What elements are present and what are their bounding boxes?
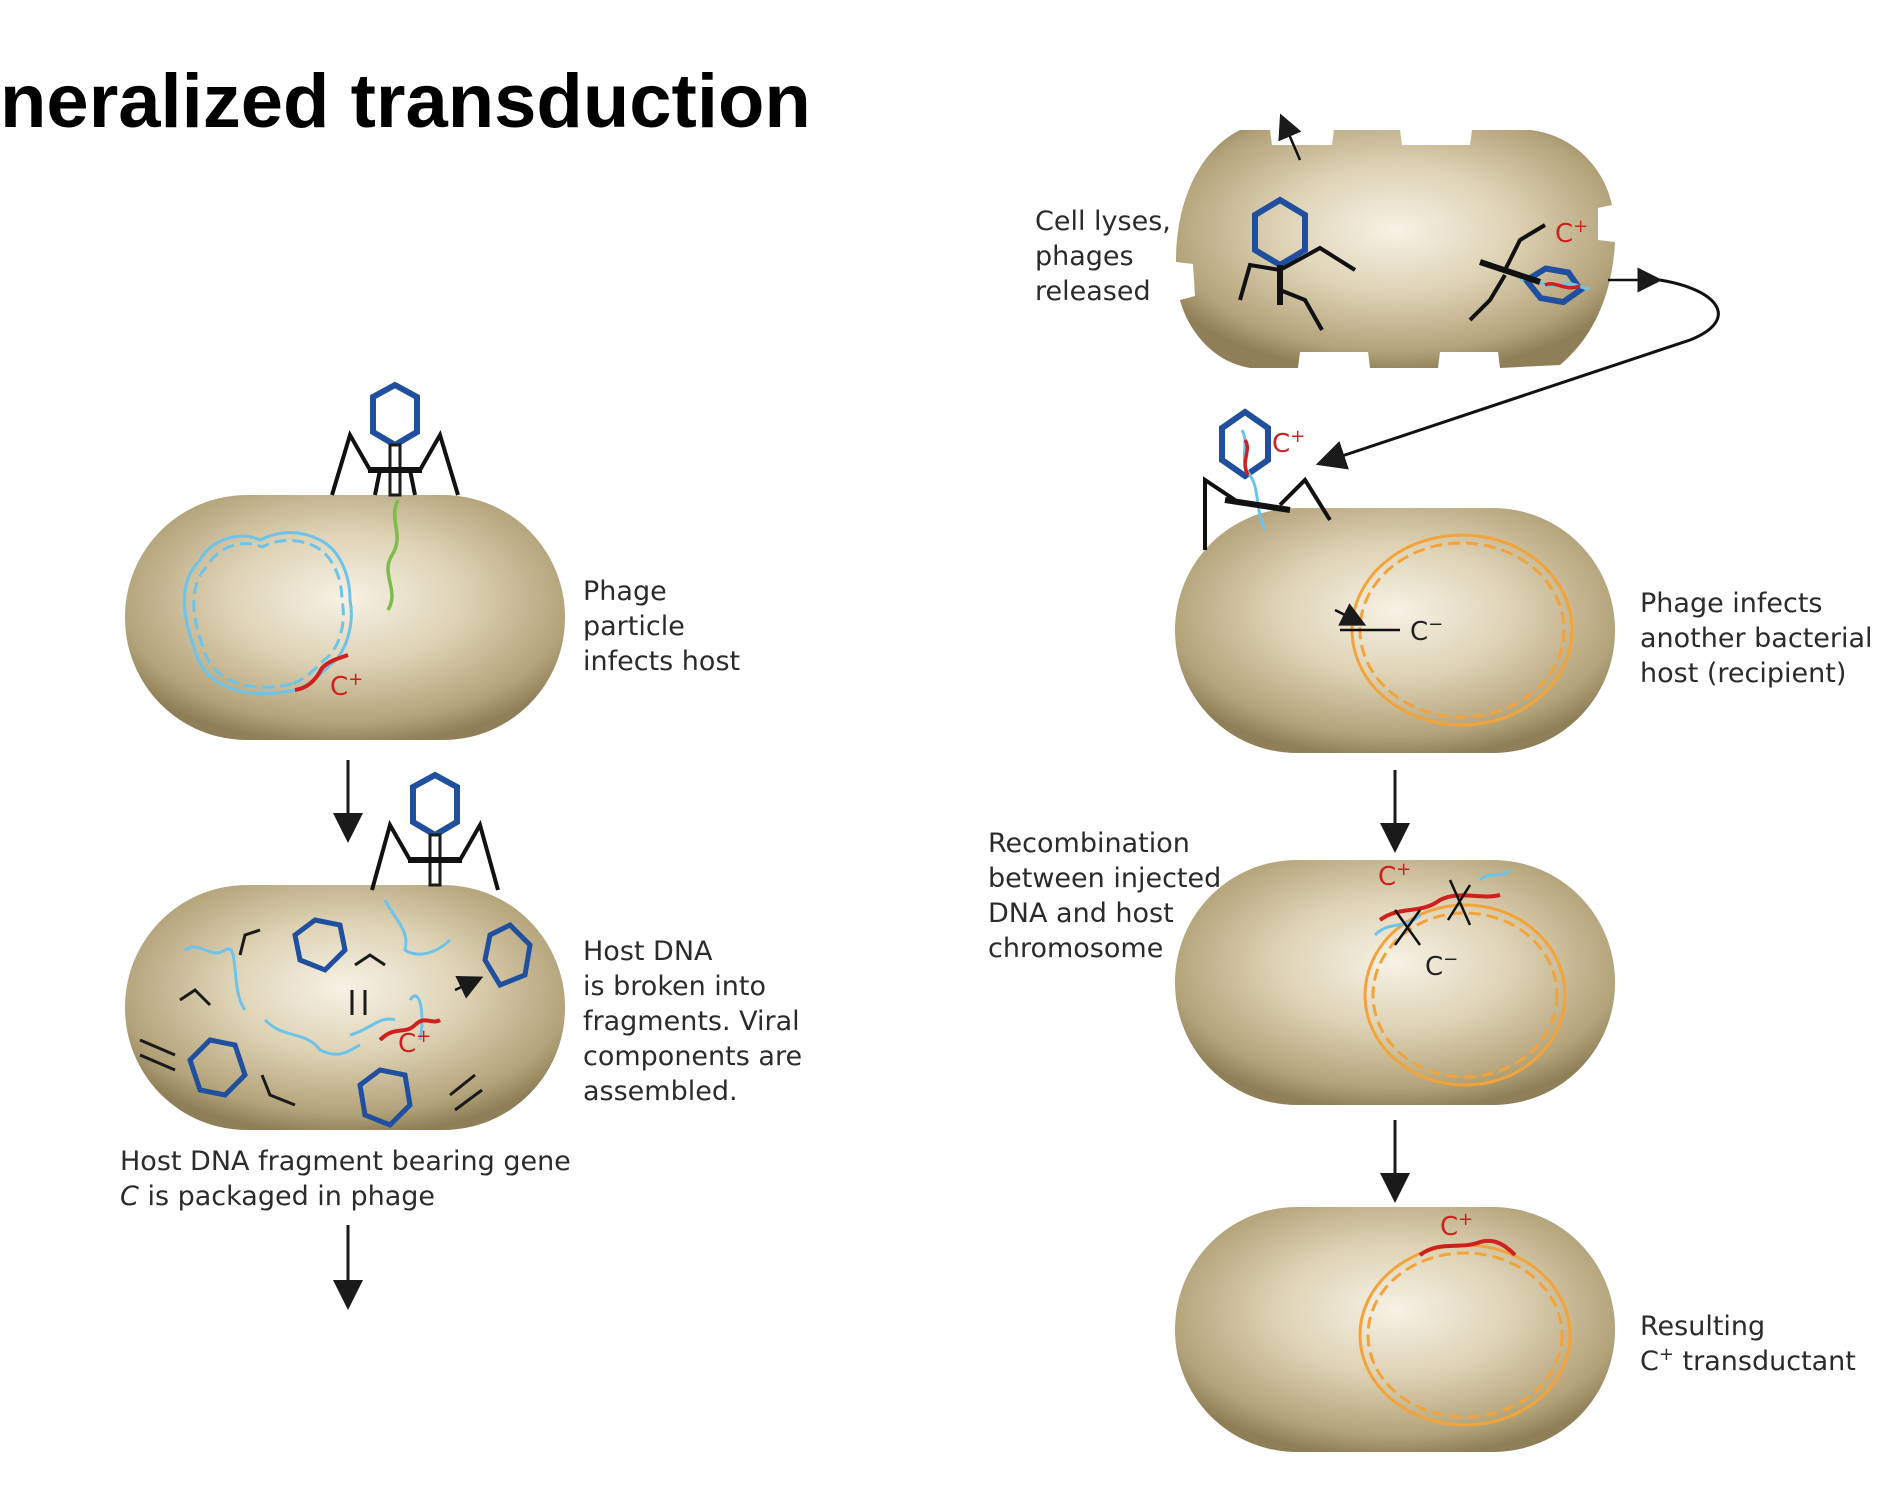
caption-host-dna-broken: Host DNA is broken into fragments. Viral…	[583, 936, 811, 1107]
gene-c-plus-fragment	[378, 1018, 442, 1042]
gene-c-plus-segment	[294, 653, 349, 692]
infecting-transducing-phage	[1203, 408, 1332, 550]
caption-infects-another: Phage infects another bacterial host (re…	[1640, 588, 1881, 689]
integrated-gene-c-plus	[1418, 1238, 1517, 1257]
gene-label-c-minus-1: C−	[1410, 614, 1443, 647]
dna-fragments	[184, 899, 452, 1056]
host-chromosome	[182, 531, 353, 696]
gene-label-c-plus-1: C+	[330, 669, 363, 702]
phage-particle-2	[370, 771, 500, 891]
gene-label-c-plus-6: C+	[1440, 1209, 1473, 1242]
caption-packaged: Host DNA fragment bearing gene C is pack…	[120, 1146, 579, 1212]
gene-label-c-plus-5: C+	[1378, 859, 1411, 892]
host-cell-fragmented	[125, 885, 565, 1130]
gene-label-c-plus-3: C+	[1555, 216, 1588, 249]
viral-tails	[139, 928, 483, 1112]
transductant-cell	[1175, 1207, 1615, 1452]
phage-dna	[386, 499, 400, 611]
host-cell-infected	[125, 495, 565, 740]
transfer-arrow	[1315, 278, 1720, 470]
gene-label-c-minus-2: C−	[1425, 949, 1458, 982]
caption-infects-host: Phage particle infects host	[583, 576, 740, 677]
viral-heads	[187, 917, 533, 1128]
caption-cell-lyses: Cell lyses, phages released	[1035, 206, 1179, 307]
phage-particle-1	[330, 381, 460, 497]
lysed-cell	[1176, 130, 1615, 368]
gene-label-c-plus-4: C+	[1272, 426, 1305, 459]
released-phage-empty	[1238, 196, 1357, 331]
recombining-chromosome	[1363, 903, 1567, 1087]
released-transducing-phage	[1468, 223, 1591, 322]
page-title: neralized transduction	[0, 59, 811, 144]
caption-recombination: Recombination between injected DNA and h…	[988, 828, 1230, 964]
recombination-cell	[1175, 860, 1615, 1105]
caption-resulting: Resulting C+ transductant	[1640, 1311, 1856, 1377]
gene-label-c-plus-2: C+	[398, 1026, 431, 1059]
